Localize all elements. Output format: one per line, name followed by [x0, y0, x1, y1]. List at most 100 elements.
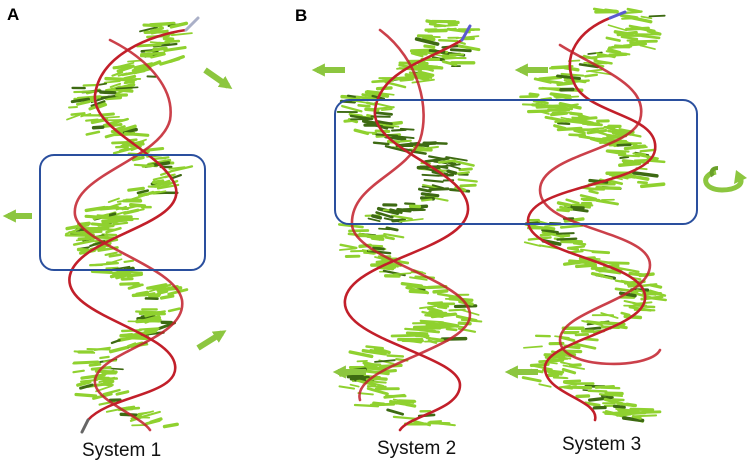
motion-vector [632, 171, 659, 178]
motion-vector [588, 189, 599, 195]
motion-vector [383, 217, 403, 223]
motion-vector [640, 15, 653, 20]
motion-vector [151, 156, 170, 161]
motion-vector [532, 99, 549, 105]
motion-vector [634, 153, 659, 160]
motion-vector [571, 203, 594, 207]
motion-vector [130, 336, 149, 341]
motion-vector [605, 50, 631, 56]
motion-vector [124, 78, 138, 84]
motion-vector [625, 402, 637, 408]
motion-vector [521, 376, 542, 383]
motion-vector [153, 179, 171, 188]
motion-vector [595, 186, 622, 190]
motion-vector [378, 227, 391, 231]
motion-vector [374, 359, 396, 363]
motion-vector [386, 354, 405, 358]
motion-vector [424, 314, 444, 319]
motion-vector [145, 190, 167, 196]
motion-vector [357, 103, 371, 108]
motion-vector [417, 70, 435, 77]
motion-vector [338, 247, 357, 251]
motion-vector [538, 75, 563, 81]
motion-vector [528, 92, 540, 97]
motion-vector [573, 342, 597, 350]
motion-vector [406, 284, 428, 290]
motion-vector [441, 60, 458, 67]
motion-vector [571, 116, 594, 124]
motion-vector [373, 346, 391, 355]
motion-vector [76, 247, 90, 253]
motion-vector [92, 213, 110, 221]
motion-vector [588, 395, 614, 402]
motion-vector [100, 382, 114, 387]
motion-vector [616, 143, 632, 147]
motion-vector [584, 73, 598, 78]
motion-vector [556, 208, 570, 213]
motion-vector [551, 111, 567, 116]
system-3-label: System 3 [562, 434, 642, 455]
motion-vector [160, 170, 172, 176]
motion-vector [374, 119, 393, 126]
motion-vector [386, 408, 405, 416]
motion-vector [119, 282, 140, 286]
motion-vector [346, 374, 364, 379]
motion-vector [541, 228, 559, 234]
motion-vector [586, 320, 602, 324]
motion-vector [363, 363, 384, 371]
motion-vector [447, 20, 460, 26]
motion-vector [364, 90, 390, 98]
motion-vector [170, 32, 193, 37]
motion-vector [396, 139, 412, 143]
motion-vector [539, 232, 553, 237]
motion-vector [584, 326, 602, 331]
motion-vector [641, 305, 656, 309]
motion-vector [119, 332, 134, 338]
motion-vector [615, 266, 640, 273]
motion-vector [628, 24, 644, 30]
motion-vector [127, 186, 145, 192]
motion-vector [541, 368, 565, 374]
motion-vector [612, 398, 625, 402]
motion-vector [523, 241, 542, 247]
motion-vector [404, 339, 423, 344]
panel-label-b: B [295, 6, 308, 25]
motion-vector [349, 375, 370, 381]
motion-vector [431, 184, 445, 189]
motion-vector [147, 283, 168, 290]
motion-vector [110, 339, 121, 345]
motion-vector [149, 26, 164, 34]
motion-vector [565, 198, 580, 205]
motion-vector [616, 412, 632, 417]
motion-vector [381, 108, 393, 112]
motion-vector [90, 269, 113, 274]
motion-vector [392, 272, 412, 276]
motion-vector [530, 364, 553, 371]
motion-vector [144, 312, 166, 316]
motion-vector [384, 235, 395, 241]
motion-vector [569, 111, 583, 117]
motion-vector [384, 145, 408, 153]
motion-vector [364, 131, 378, 134]
motion-vector [581, 116, 598, 121]
motion-vector [621, 416, 645, 423]
motion-vector [563, 217, 585, 223]
motion-vector [631, 415, 642, 420]
motion-vector [536, 110, 550, 115]
motion-vector [613, 30, 628, 36]
motion-vector [97, 94, 120, 100]
motion-vector [73, 360, 100, 365]
motion-vector [126, 272, 144, 278]
vector-field-system-2 [336, 19, 483, 427]
motion-vector [584, 401, 601, 407]
motion-vector [395, 141, 420, 148]
motion-vector [135, 290, 150, 297]
motion-vector [382, 124, 400, 128]
motion-vector [614, 287, 639, 294]
motion-vector [603, 397, 624, 406]
motion-vector [595, 267, 622, 275]
motion-vector [109, 82, 122, 88]
motion-vector [586, 122, 603, 127]
motion-vector [643, 296, 667, 302]
motion-vector [426, 306, 443, 314]
